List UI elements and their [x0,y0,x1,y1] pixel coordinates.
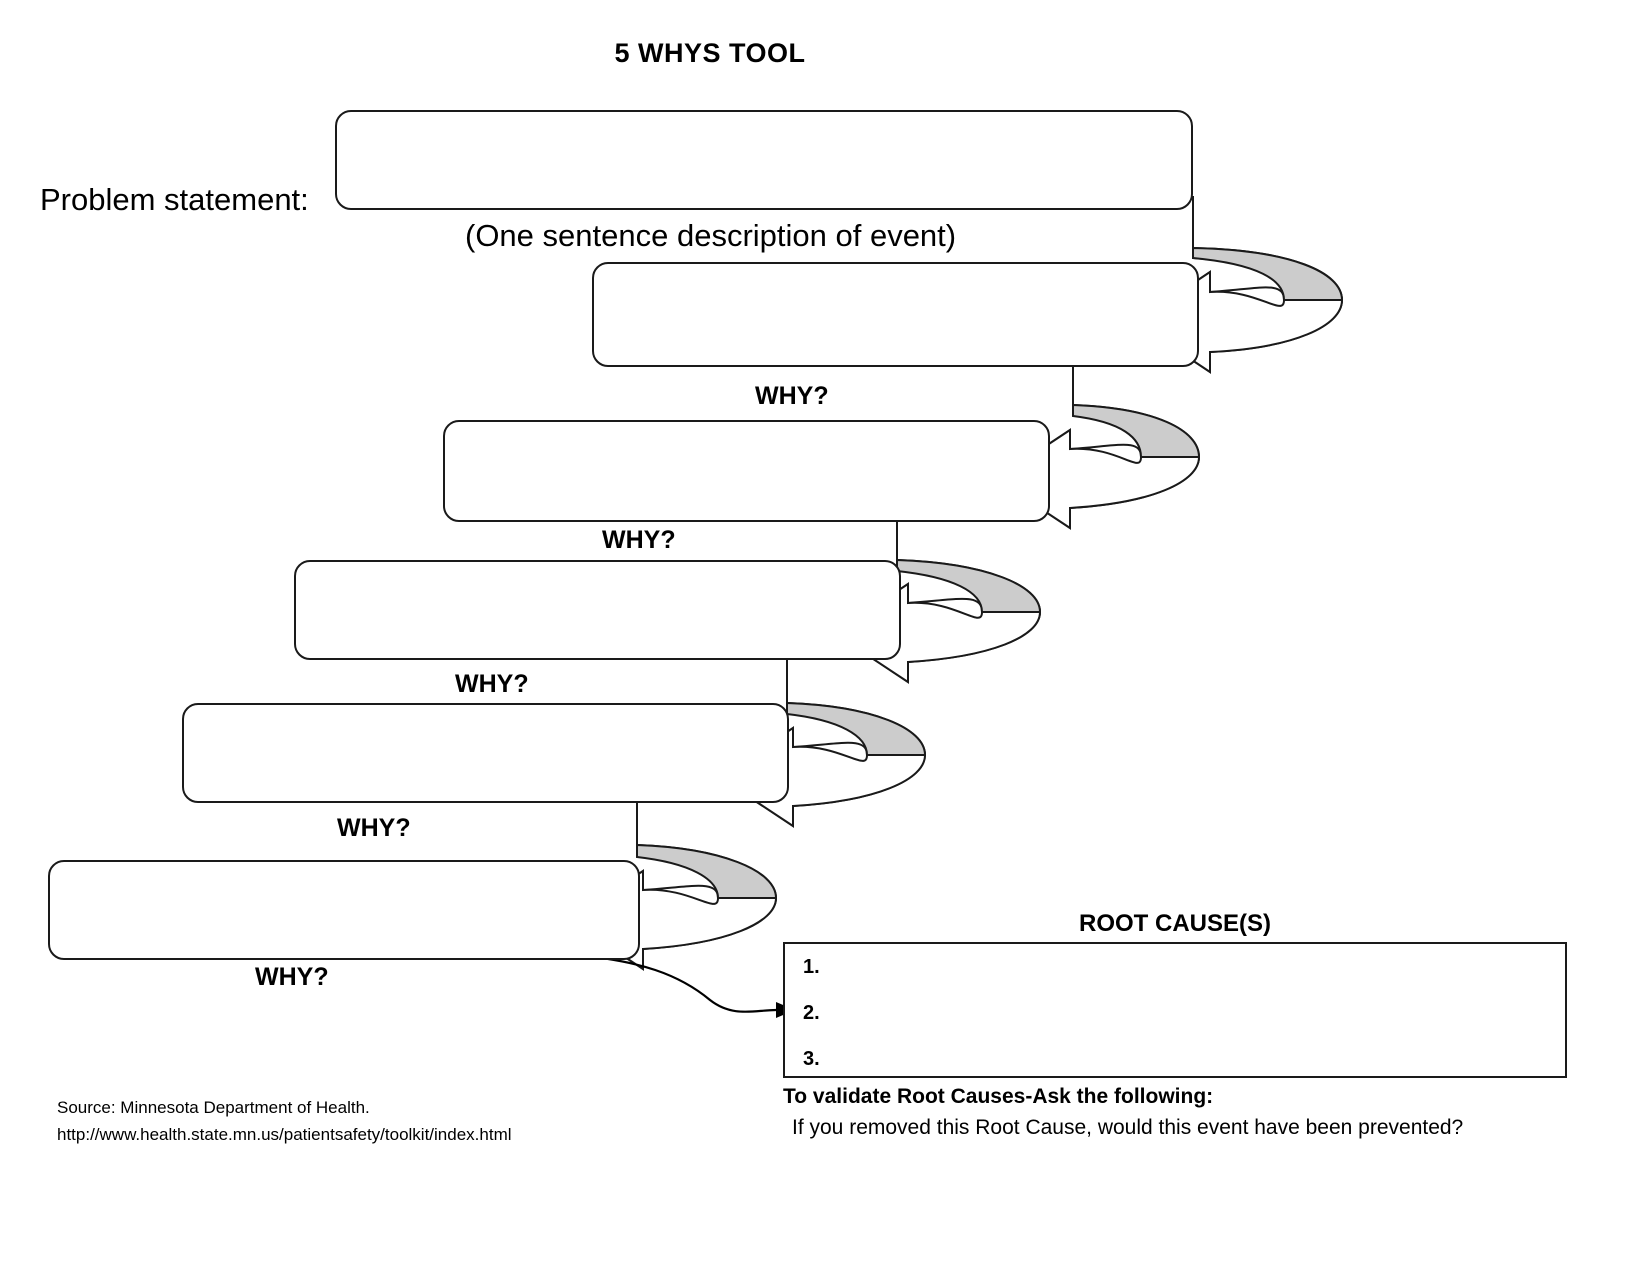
why-label-3: WHY? [455,670,529,698]
root-cause-item-2: 2. [803,1002,820,1024]
source-attribution: Source: Minnesota Department of Health. [57,1098,370,1117]
validate-heading: To validate Root Causes-Ask the followin… [783,1085,1214,1108]
page-title: 5 WHYS TOOL [614,38,806,68]
source-url[interactable]: http://www.health.state.mn.us/patientsaf… [57,1125,512,1144]
why-box-3[interactable] [294,560,901,660]
why-box-1[interactable] [592,262,1199,367]
why-box-2[interactable] [443,420,1050,522]
root-cause-item-1: 1. [803,956,820,978]
why-box-5[interactable] [48,860,640,960]
problem-statement-label: Problem statement: [40,182,309,217]
root-cause-item-3: 3. [803,1048,820,1070]
root-cause-heading: ROOT CAUSE(S) [1079,910,1271,937]
root-cause-connector-arrow [571,953,795,1018]
why-box-4[interactable] [182,703,789,803]
why-label-4: WHY? [337,814,411,842]
why-label-2: WHY? [602,526,676,554]
validate-question: If you removed this Root Cause, would th… [792,1116,1464,1139]
why-label-1: WHY? [755,382,829,410]
why-label-5: WHY? [255,963,329,991]
root-cause-box[interactable]: 1. 2. 3. [783,942,1567,1078]
problem-statement-box[interactable] [335,110,1193,210]
problem-statement-hint: (One sentence description of event) [465,218,957,253]
